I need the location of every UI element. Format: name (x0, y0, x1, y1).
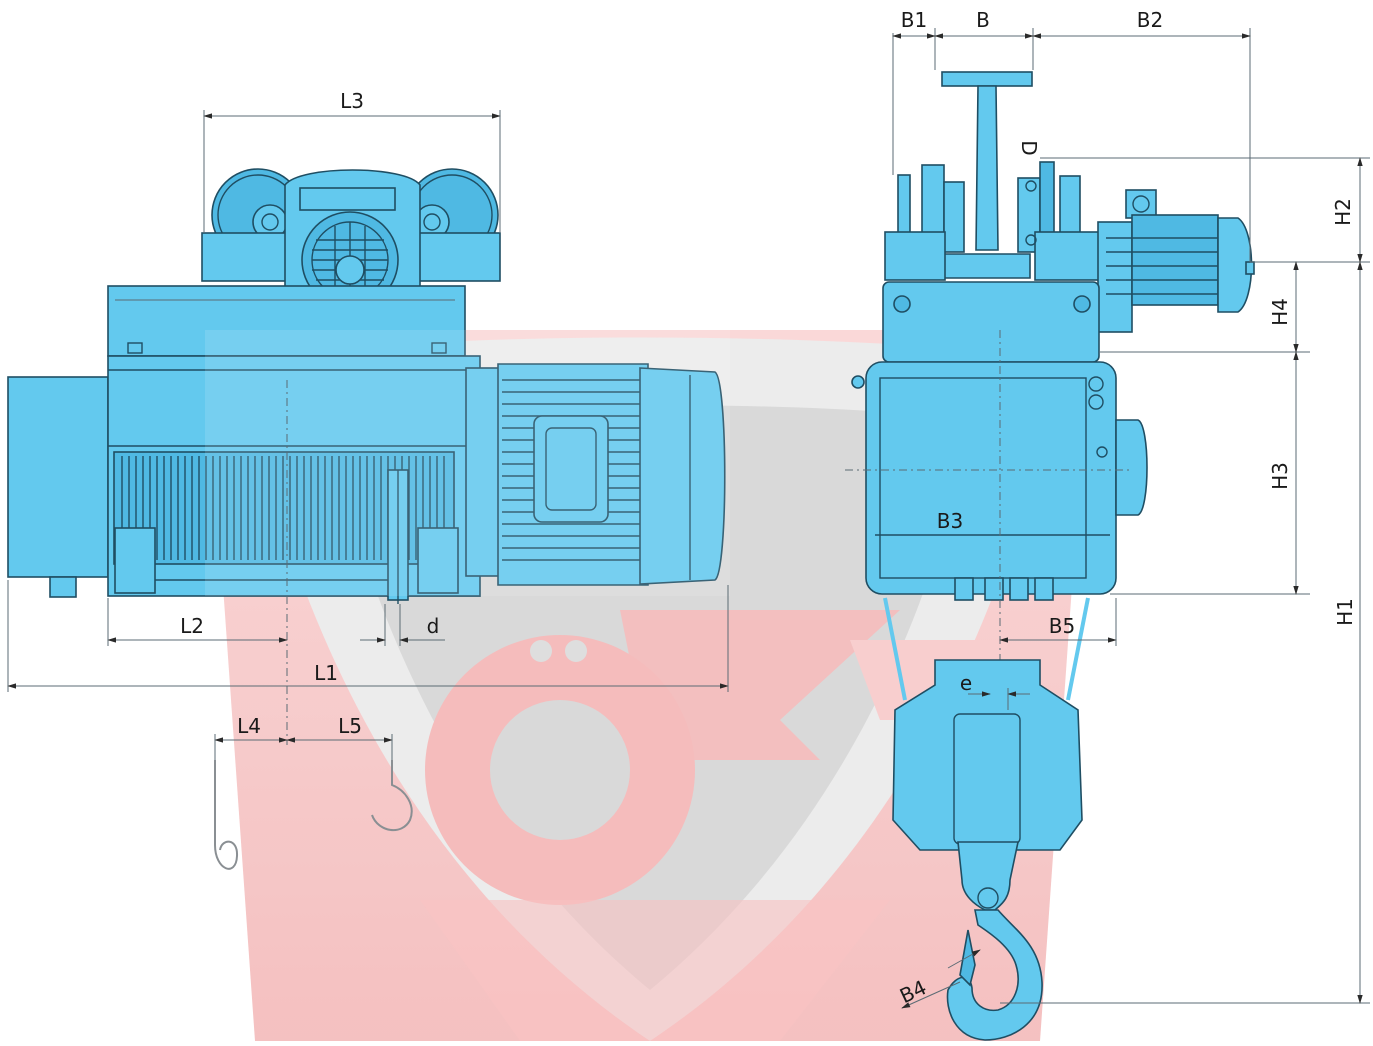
dim-label-l1: L1 (314, 661, 338, 685)
brake-cover (639, 367, 726, 585)
dim-label-e: e (960, 671, 972, 695)
dim-label-b3: B3 (937, 509, 963, 533)
hoist-side-view (7, 330, 730, 604)
hook-outline-left (214, 760, 239, 870)
hoist-upper-frame (882, 281, 1100, 363)
dim-label-h3: H3 (1268, 462, 1292, 490)
left-view-dimensions: L3 L2 d L1 L4 L5 (7, 89, 729, 870)
i-beam-top-flange (941, 71, 1033, 87)
trolley-side-view (107, 168, 501, 357)
crane-hook (946, 909, 1043, 1041)
dim-label-l4: L4 (237, 714, 261, 738)
dim-label-h2: H2 (1331, 198, 1355, 226)
dim-label-d-upper: D (1017, 140, 1041, 155)
dim-label-b: B (976, 8, 990, 32)
dim-label-l3: L3 (340, 89, 364, 113)
i-beam-web (975, 85, 999, 251)
dim-label-b2: B2 (1137, 8, 1163, 32)
end-cover (7, 376, 109, 578)
dim-label-l5: L5 (338, 714, 362, 738)
trolley-side-plate (107, 285, 466, 357)
hoist-housing (865, 361, 1117, 595)
i-beam-bottom-flange (939, 253, 1031, 279)
dim-label-d: d (427, 614, 440, 638)
hoist-end-view (845, 281, 1148, 1041)
dim-label-b5: B5 (1049, 614, 1075, 638)
dim-label-l2: L2 (180, 614, 204, 638)
dim-label-h1: H1 (1333, 598, 1357, 626)
right-view-dimensions: B1 B B2 D H2 H4 H3 H1 B3 B5 e (892, 8, 1370, 1009)
travel-motor (1131, 214, 1219, 306)
dim-label-h4: H4 (1268, 298, 1292, 326)
hook-block (892, 659, 1083, 851)
dim-label-b1: B1 (901, 8, 927, 32)
hook-outline-right (371, 760, 413, 831)
